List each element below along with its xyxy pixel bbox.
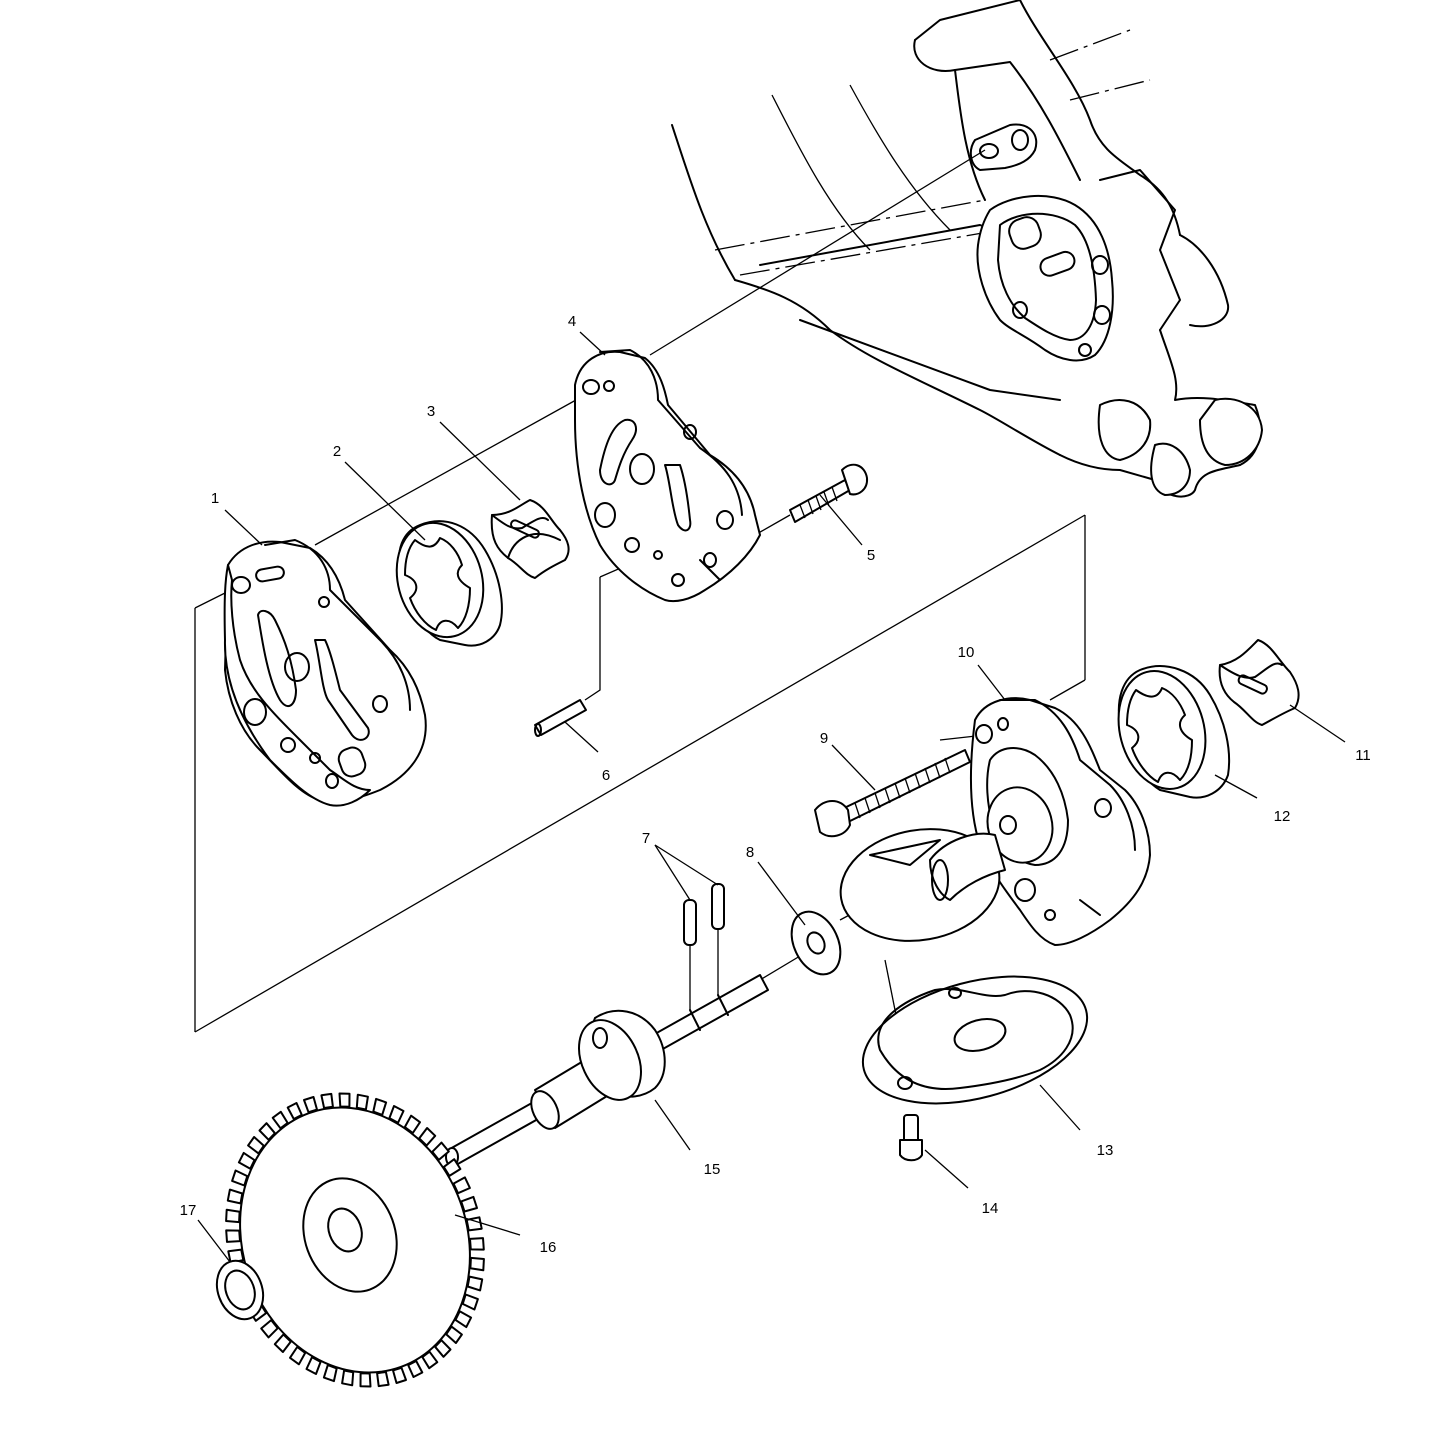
- callout-4: 4: [568, 313, 576, 330]
- callout-11: 11: [1355, 747, 1371, 764]
- gear-tooth: [338, 1092, 351, 1108]
- callout-13: 13: [1097, 1142, 1114, 1159]
- gear-tooth: [466, 1275, 484, 1292]
- callout-17: 17: [180, 1202, 197, 1219]
- gear-tooth: [392, 1366, 407, 1384]
- callout-3: 3: [427, 403, 435, 420]
- part-1-pump-body: [223, 539, 427, 807]
- part-8-washer: [790, 910, 842, 976]
- part-16-gear: [225, 1092, 485, 1388]
- part-4-pump-plate: [574, 349, 761, 603]
- callout-12: 12: [1274, 808, 1291, 825]
- gear-tooth: [225, 1208, 241, 1224]
- callout-9: 9: [820, 730, 828, 747]
- crankcase: [671, 0, 1263, 498]
- part-6-dowel-pin: [534, 699, 587, 737]
- callout-16: 16: [540, 1239, 557, 1256]
- part-10-pump-body: [969, 697, 1151, 946]
- callout-14: 14: [982, 1200, 999, 1217]
- part-11-inner-rotor: [1218, 639, 1300, 726]
- part-5-screw: [789, 463, 869, 523]
- gear-tooth: [225, 1229, 241, 1243]
- gear-tooth: [341, 1369, 355, 1387]
- gear-tooth: [376, 1371, 390, 1388]
- gear-tooth: [469, 1237, 485, 1251]
- callout-1: 1: [211, 490, 219, 507]
- part-13-screen: [861, 975, 1089, 1105]
- callout-6: 6: [602, 767, 610, 784]
- part-14-screw: [899, 1114, 923, 1162]
- callout-15: 15: [704, 1161, 721, 1178]
- gear-tooth: [359, 1372, 372, 1388]
- part-17-ring: [215, 1259, 265, 1321]
- gear-tooth: [469, 1256, 485, 1272]
- part-9-bolt: [814, 749, 971, 838]
- callout-2: 2: [333, 443, 341, 460]
- part-15-shaft: [445, 974, 769, 1167]
- callout-leaders: [197, 331, 1346, 1263]
- gear-tooth: [303, 1096, 318, 1114]
- callout-8: 8: [746, 844, 754, 861]
- part-2-outer-rotor: [395, 520, 503, 647]
- part-3-inner-rotor: [490, 499, 570, 579]
- gear-tooth: [226, 1188, 244, 1205]
- gear-tooth: [355, 1093, 369, 1111]
- callout-5: 5: [867, 547, 875, 564]
- callout-numbers: 1 2 3 4 5 6 7 8 9 10 11 12 13 14 15 16 1…: [180, 313, 1371, 1256]
- part-7-pins: [683, 883, 725, 946]
- oil-pickup: [839, 828, 1006, 942]
- callout-7: 7: [642, 830, 650, 847]
- callout-10: 10: [958, 644, 975, 661]
- gear-tooth: [320, 1092, 334, 1109]
- part-12-outer-rotor: [1117, 665, 1231, 799]
